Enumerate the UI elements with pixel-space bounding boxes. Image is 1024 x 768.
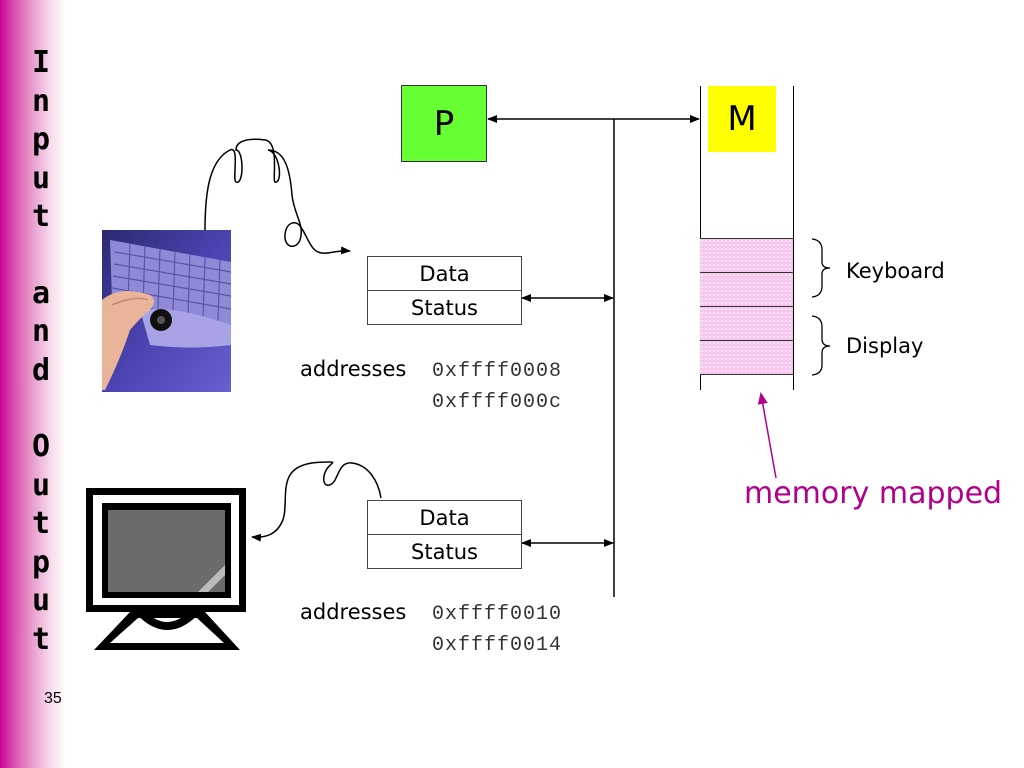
vertical-title-letter: a bbox=[31, 275, 51, 311]
vertical-title-letter: d bbox=[31, 352, 51, 388]
keyboard-addresses-label: addresses bbox=[300, 357, 407, 381]
keyboard-status-register: Status bbox=[368, 290, 521, 324]
display-addresses-label: addresses bbox=[300, 600, 407, 624]
memory-mapped-arrow bbox=[757, 392, 777, 479]
display-data-register: Data bbox=[419, 505, 470, 530]
vertical-title-letter: n bbox=[31, 83, 51, 119]
vertical-title-letter: t bbox=[31, 621, 51, 657]
display-status-address: 0xffff0014 bbox=[432, 634, 563, 657]
vertical-title-letter: I bbox=[31, 45, 51, 80]
vertical-title-letter: n bbox=[31, 314, 51, 349]
memory-cell-display-data bbox=[700, 306, 793, 340]
vertical-title-letter: u bbox=[31, 467, 51, 503]
page-number: 35 bbox=[44, 690, 62, 707]
memory-right-border bbox=[793, 86, 794, 390]
display-registers: Data Status bbox=[367, 500, 522, 569]
display-cable bbox=[251, 461, 382, 542]
display-data-address: 0xffff0010 bbox=[432, 603, 563, 626]
keyboard-cable bbox=[204, 138, 351, 255]
display-status-register: Status bbox=[368, 534, 521, 568]
display-region-label: Display bbox=[846, 334, 924, 358]
memory-mapped-label: memory mapped bbox=[744, 476, 1003, 511]
display-brace bbox=[811, 315, 831, 376]
vertical-title-letter: t bbox=[31, 506, 51, 541]
keyboard-data-register: Data bbox=[419, 261, 470, 286]
memory-cell-display-status bbox=[700, 340, 793, 375]
vertical-title-letter: u bbox=[31, 160, 51, 196]
sidebar-gradient bbox=[0, 0, 70, 768]
keyboard-status-address: 0xffff000c bbox=[432, 391, 563, 414]
memory-cell-keyboard-status bbox=[700, 272, 793, 306]
monitor-image bbox=[86, 488, 246, 650]
keyboard-data-address: 0xffff0008 bbox=[432, 360, 563, 383]
keyboard-registers: Data Status bbox=[367, 256, 522, 325]
memory-cell-keyboard-data bbox=[700, 238, 793, 272]
vertical-title-letter: p bbox=[31, 122, 51, 157]
keyboard-brace bbox=[811, 238, 831, 298]
processor-box: P bbox=[401, 85, 487, 162]
memory-mapped-region bbox=[700, 238, 793, 375]
vertical-title-letter: O bbox=[31, 429, 51, 464]
vertical-title-letter: t bbox=[31, 199, 51, 234]
keyboard-image bbox=[102, 230, 232, 392]
vertical-title-letter: p bbox=[31, 544, 51, 580]
vertical-title-letter: u bbox=[31, 583, 51, 618]
memory-box: M bbox=[708, 86, 776, 152]
keyboard-region-label: Keyboard bbox=[846, 259, 945, 283]
